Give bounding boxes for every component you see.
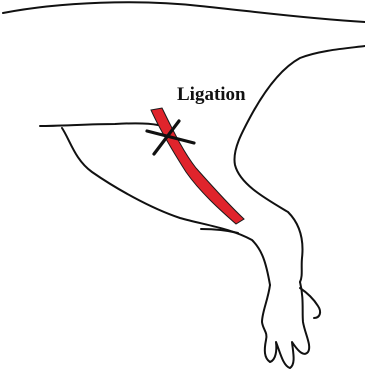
limb-front-contour bbox=[62, 128, 270, 285]
limb-rear-contour bbox=[234, 46, 365, 282]
back-contour bbox=[3, 2, 365, 22]
blood-vessel bbox=[151, 108, 244, 224]
ligation-label: Ligation bbox=[177, 84, 246, 105]
thigh-front-contour bbox=[40, 123, 158, 126]
belly-contour bbox=[201, 229, 238, 233]
paw-contour bbox=[262, 282, 309, 368]
